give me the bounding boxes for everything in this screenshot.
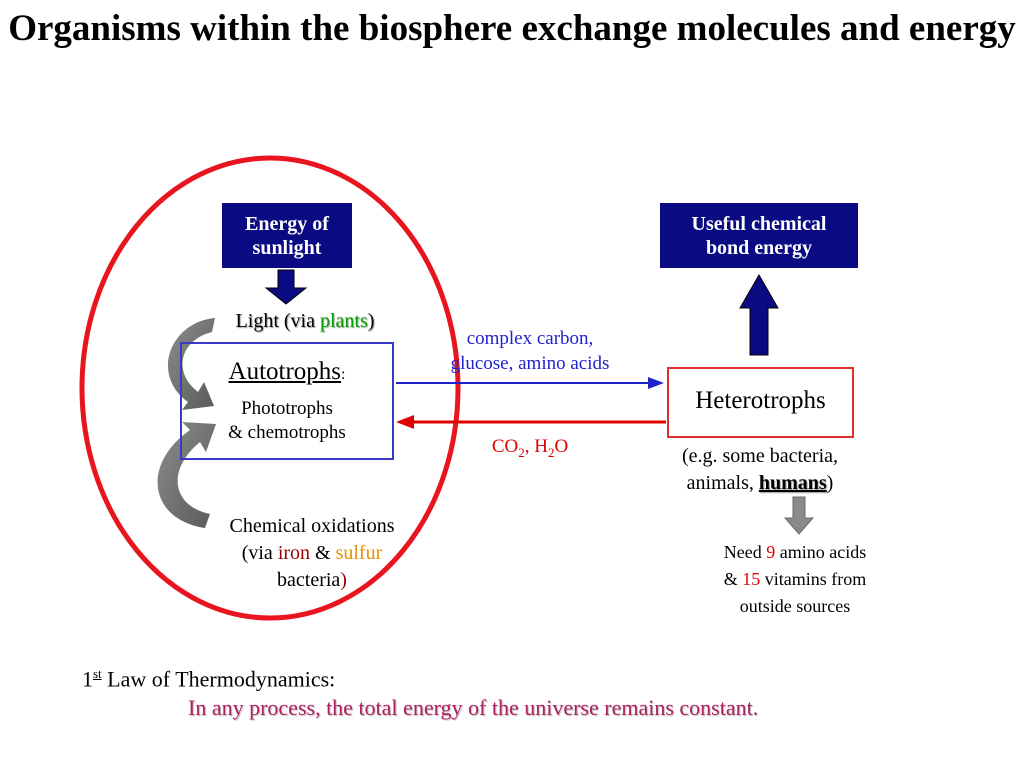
- bond-energy-up-arrow: [739, 273, 779, 356]
- carbon-flow-arrowhead: [648, 377, 664, 389]
- chemical-amp: &: [310, 542, 336, 564]
- co2-flow-arrowhead: [396, 415, 414, 429]
- sun-box-line2: sunlight: [252, 236, 322, 259]
- chemical-curved-arrow: [157, 422, 216, 528]
- law-statement: In any process, the total energy of the …: [188, 695, 759, 720]
- chemical-line2: (via iron & sulfur: [194, 540, 430, 567]
- chemical-line1: Chemical oxidations: [229, 515, 395, 537]
- needs-line2: & 15 vitamins from: [690, 566, 900, 593]
- nutrient-needs-label: Need 9 amino acids & 15 vitamins from ou…: [690, 539, 900, 620]
- iron-word: iron: [277, 542, 311, 564]
- h2-subscript: 2: [547, 444, 555, 460]
- needs-line1: Need 9 amino acids: [690, 539, 900, 566]
- sun-box-line1: Energy of: [245, 212, 329, 235]
- sunlight-down-arrow: [264, 269, 308, 305]
- chemical-line3: bacteria): [194, 567, 430, 594]
- co2-water-label: CO2, H2O: [450, 435, 610, 465]
- carbon-flow-label: complex carbon, glucose, amino acids: [410, 326, 650, 376]
- chemical-bond-energy-box: Useful chemical bond energy: [660, 203, 858, 268]
- sulfur-word: sulfur: [335, 542, 383, 564]
- vitamins-text: vitamins from: [760, 569, 867, 589]
- fifteen-count: 15: [742, 569, 761, 589]
- bacteria-word: bacteria: [277, 569, 341, 591]
- chemical-close: ): [340, 569, 347, 591]
- examples-close: ): [826, 472, 834, 494]
- needs-down-arrow: [783, 496, 815, 535]
- chemotrophs-text: & chemotrophs: [228, 422, 346, 443]
- examples-line2: animals, humans): [640, 470, 880, 497]
- light-curved-arrow: [167, 318, 215, 410]
- needs-line3: outside sources: [739, 596, 851, 616]
- light-suffix: ): [367, 310, 375, 332]
- chemical-via: (via: [241, 542, 278, 564]
- o-text: O: [554, 436, 569, 457]
- law-heading: 1st Law of Thermodynamics:: [82, 660, 335, 693]
- law-number: 1: [82, 666, 93, 692]
- plants-word: plants: [319, 310, 368, 332]
- amino-text: amino acids: [775, 542, 867, 562]
- bond-box-line2: bond energy: [705, 236, 813, 259]
- co2-subscript: 2: [518, 444, 525, 460]
- co-text: CO: [491, 436, 519, 457]
- humans-word: humans: [758, 472, 827, 494]
- autotrophs-title: Autotrophs:: [180, 357, 394, 390]
- examples-line1: (e.g. some bacteria,: [681, 445, 839, 467]
- law-ordinal: st: [93, 666, 102, 681]
- carbon-line2: glucose, amino acids: [450, 353, 610, 374]
- light-via-plants-label: Light (via plants): [210, 308, 400, 334]
- needs-amp: &: [723, 569, 743, 589]
- autotrophs-word: Autotrophs: [228, 358, 342, 385]
- autotrophs-subtypes: Phototrophs & chemotrophs: [180, 397, 394, 445]
- law-head-text: Law of Thermodynamics:: [101, 666, 336, 692]
- heterotrophs-title: Heterotrophs: [695, 387, 826, 414]
- autotrophs-colon: :: [341, 366, 346, 383]
- phototrophs-text: Phototrophs: [241, 398, 333, 419]
- autotrophs-box: [180, 342, 394, 460]
- bond-box-line1: Useful chemical: [691, 212, 827, 235]
- chemical-oxidations-label: Chemical oxidations (via iron & sulfur b…: [194, 513, 430, 594]
- heterotrophs-box: [667, 367, 854, 438]
- heterotroph-examples: (e.g. some bacteria, animals, humans): [640, 443, 880, 497]
- autotroph-ellipse: [79, 155, 461, 621]
- animals-text: animals,: [686, 472, 759, 494]
- carbon-line1: complex carbon,: [466, 328, 594, 349]
- need-word: Need: [723, 542, 767, 562]
- light-prefix: Light (via: [235, 310, 320, 332]
- page-title: Organisms within the biosphere exchange …: [8, 8, 1016, 49]
- nine-count: 9: [766, 542, 776, 562]
- h-text: , H: [524, 436, 548, 457]
- energy-of-sunlight-box: Energy of sunlight: [222, 203, 352, 268]
